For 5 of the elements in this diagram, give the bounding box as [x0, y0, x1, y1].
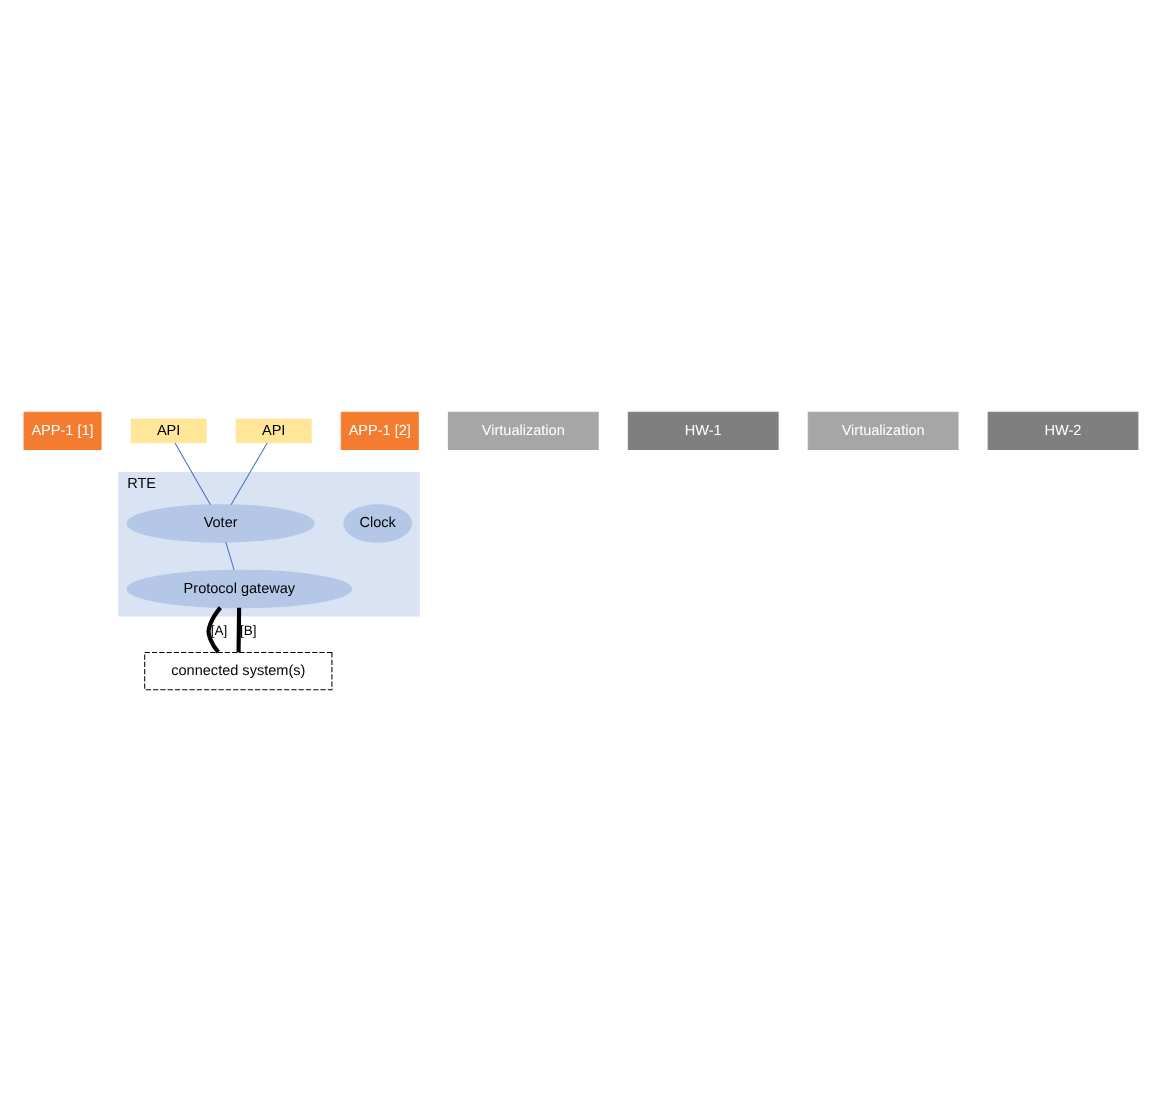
connector — [174, 442, 211, 506]
connector — [206, 606, 222, 654]
connector — [225, 541, 235, 571]
connector — [236, 607, 242, 653]
connector — [230, 442, 268, 506]
